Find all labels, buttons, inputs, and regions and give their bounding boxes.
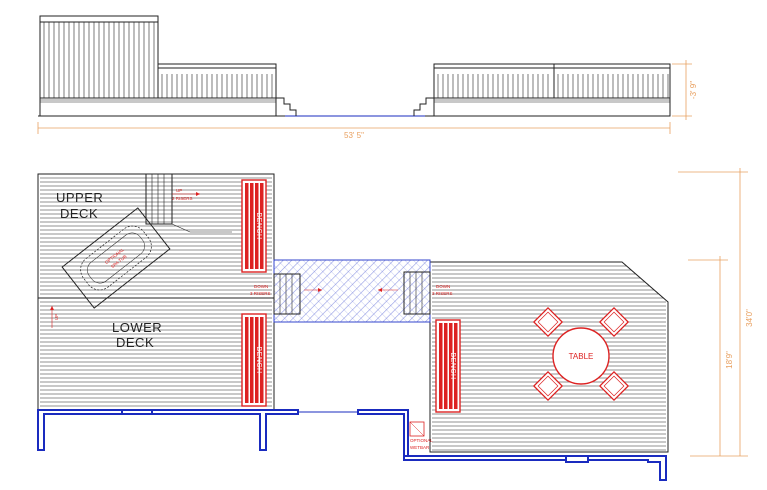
- elevation-steps-left: [276, 97, 297, 116]
- stair-up-label-1: UP: [176, 188, 182, 193]
- elevation-view: 53' 5" -3' 9": [37, 15, 698, 140]
- dining-table: TABLE: [532, 306, 630, 402]
- plan-view: 34'0" 18'9": [37, 168, 754, 481]
- stair-walkway-right: DOWN 3 RISERS: [378, 271, 453, 315]
- stair-down2-label-1: DOWN: [436, 284, 450, 289]
- stair-upper: UP 2 RISERS: [145, 173, 232, 233]
- patio-walkway: [273, 259, 431, 323]
- wetbar-label-1: OPTIONAL: [410, 438, 433, 443]
- bench-lower-label: BENCH: [255, 346, 262, 373]
- house-walls: [37, 409, 667, 481]
- chair-top-left: [532, 306, 564, 338]
- right-deck: [429, 261, 669, 453]
- bench-right: BENCH: [435, 319, 461, 413]
- upper-deck-label-1: UPPER: [56, 190, 103, 205]
- lower-deck: [37, 297, 275, 411]
- stair-down2-label-2: 3 RISERS: [432, 291, 453, 296]
- lower-deck-label-2: DECK: [116, 335, 154, 350]
- plan-total-height-label: 34'0": [745, 309, 754, 327]
- chair-bottom-right: [598, 370, 630, 402]
- stair-down-label-2: 3 RISERS: [250, 291, 271, 296]
- side-step-marker: UP: [50, 306, 59, 328]
- side-step-label: UP: [54, 314, 59, 320]
- elevation-deck-band-right: [433, 97, 671, 117]
- stair-down-label-1: DOWN: [254, 284, 268, 289]
- upper-deck-label-2: DECK: [60, 206, 98, 221]
- upper-deck: [37, 173, 275, 299]
- stair-walkway-left: DOWN 3 RISERS: [250, 273, 322, 315]
- bench-upper: BENCH: [241, 179, 267, 273]
- chair-top-right: [598, 306, 630, 338]
- elevation-lower-railing-right: [433, 63, 671, 99]
- bench-upper-label: BENCH: [255, 212, 262, 239]
- table-label: TABLE: [569, 352, 594, 361]
- stair-up-label-2: 2 RISERS: [172, 196, 193, 201]
- bench-lower: BENCH: [241, 313, 267, 407]
- spa-tub: OPTIONAL SPA TUB: [61, 207, 171, 309]
- elevation-deck-band-left: [39, 97, 277, 117]
- plan-lower-height-label: 18'9": [725, 351, 734, 369]
- bench-right-label: BENCH: [449, 352, 456, 379]
- elevation-height-dimension: -3' 9": [672, 60, 698, 120]
- wetbar-label-2: WETBAR: [410, 445, 430, 450]
- elevation-height-label: -3' 9": [689, 81, 698, 99]
- elevation-width-label: 53' 5": [344, 131, 364, 140]
- elevation-width-dimension: 53' 5": [37, 122, 671, 140]
- elevation-steps-right: [413, 97, 434, 116]
- wetbar: OPTIONAL WETBAR: [409, 421, 433, 450]
- lower-deck-label-1: LOWER: [112, 320, 162, 335]
- plan-height-dimension: 34'0" 18'9": [678, 168, 754, 457]
- chair-bottom-left: [532, 370, 564, 402]
